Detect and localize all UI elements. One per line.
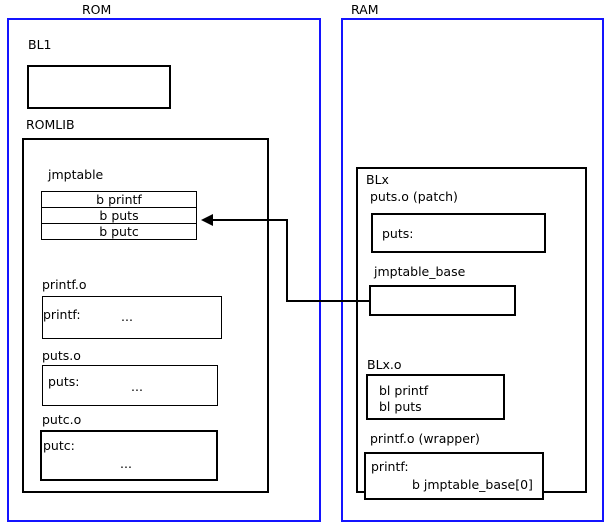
puts-o-box: puts: ... (42, 365, 218, 406)
puts-o-patch-box: puts: (371, 213, 546, 253)
bl1-label: BL1 (28, 37, 52, 52)
connector-segment-horizontal-upper (212, 219, 288, 221)
rom-region-box (7, 18, 321, 522)
printf-o-wrapper-symbol: printf: (371, 459, 409, 474)
rom-region-title: ROM (82, 2, 112, 17)
ram-region-box (341, 18, 604, 522)
printf-o-wrapper-label: printf.o (wrapper) (370, 431, 480, 446)
puts-o-symbol: puts: (48, 374, 80, 389)
jmptable-entry-printf: b printf (41, 191, 197, 208)
jmptable-base-label: jmptable_base (374, 264, 466, 279)
printf-o-label: printf.o (42, 277, 87, 292)
printf-o-body: ... (121, 309, 133, 324)
printf-o-wrapper-branch: b jmptable_base[0] (412, 477, 533, 492)
connector-segment-horizontal-lower (286, 300, 371, 302)
puts-o-label: puts.o (42, 348, 81, 363)
blx-o-label: BLx.o (367, 357, 402, 372)
printf-o-box: printf: ... (42, 296, 222, 339)
putc-o-body: ... (120, 456, 132, 471)
jmptable-label: jmptable (48, 167, 104, 182)
connector-segment-vertical (286, 219, 288, 302)
printf-o-wrapper-box: printf: b jmptable_base[0] (364, 452, 544, 500)
blx-o-line-2: bl puts (379, 399, 422, 414)
jmptable-entry-puts: b puts (41, 207, 197, 224)
blx-o-line-1: bl printf (379, 383, 429, 398)
putc-o-symbol: putc: (43, 438, 75, 453)
printf-o-symbol: printf: (43, 307, 81, 322)
putc-o-box: putc: ... (40, 430, 218, 481)
jmptable-box: b printf b puts b putc (41, 191, 197, 240)
blx-label: BLx (366, 172, 389, 187)
romlib-label: ROMLIB (26, 117, 75, 132)
jmptable-base-box (369, 285, 516, 316)
puts-o-body: ... (131, 379, 143, 394)
puts-o-patch-label: puts.o (patch) (370, 189, 458, 204)
connector-arrow-head-icon (201, 214, 213, 226)
blx-o-box: bl printf bl puts (366, 374, 505, 420)
ram-region-title: RAM (351, 2, 379, 17)
jmptable-entry-putc: b putc (41, 223, 197, 240)
puts-o-patch-symbol: puts: (382, 226, 414, 241)
putc-o-label: putc.o (42, 412, 82, 427)
bl1-box (27, 65, 171, 109)
